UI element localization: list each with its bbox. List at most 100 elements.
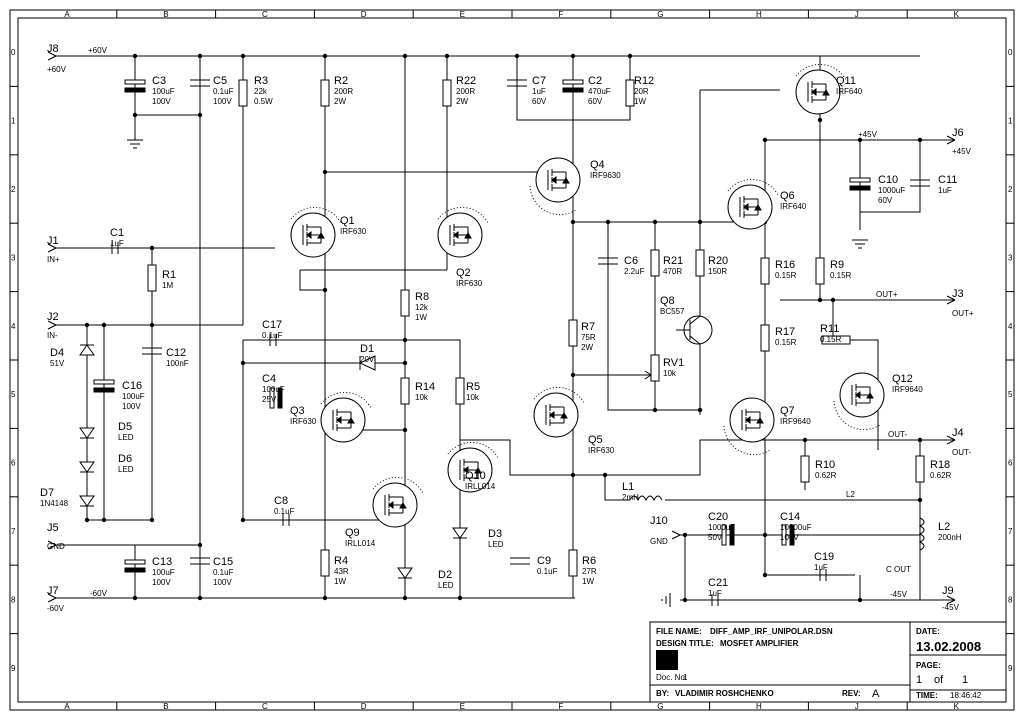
grid-row-label: 8 [1008, 595, 1013, 604]
component-c6: C62.2uF [624, 255, 645, 276]
grid-row-label: 0 [1008, 48, 1013, 57]
junction-dot [627, 53, 633, 59]
component-value: IRF640 [836, 87, 863, 96]
component-ref: D2 [438, 569, 452, 581]
net-cout: C OUT [886, 565, 911, 574]
junction-dot [322, 287, 328, 293]
component-value: 60V [588, 97, 603, 106]
connector-arrow-icon [47, 243, 57, 253]
grid-col-label: C [262, 10, 268, 19]
component-value: 470R [663, 267, 682, 276]
grid-col-label: J [855, 10, 859, 19]
tb-doc-no: 1 [683, 673, 688, 682]
component-ref: C3 [152, 75, 166, 87]
junction-dot [101, 322, 107, 328]
component-value: LED [438, 581, 454, 590]
component-ref: C9 [537, 555, 551, 567]
grid-row-label: 1 [11, 117, 16, 126]
component-value: 0.1uF [537, 567, 558, 576]
junction-dot [322, 53, 328, 59]
junction-dot [197, 112, 203, 118]
connector-arrow-icon [946, 435, 956, 445]
junction-dot [762, 137, 768, 143]
tb-file-name-label: FILE NAME: [656, 627, 702, 636]
junction-dot [830, 297, 836, 303]
grid-row-label: 5 [11, 390, 16, 399]
component-ref: C12 [166, 347, 186, 359]
conn-J2-net: IN- [47, 331, 58, 340]
component-value: 1W [582, 577, 594, 586]
component-ref: C15 [213, 556, 233, 568]
conn-J1: J1 [47, 235, 59, 247]
component-value: 1W [634, 97, 646, 106]
junction-dot [240, 517, 246, 523]
component-value: 0.1uF [262, 331, 283, 340]
component-value: 0.15R [820, 335, 842, 344]
component-value: 10k [415, 393, 429, 402]
component-ref: C7 [532, 75, 546, 87]
junction-dot [570, 372, 576, 378]
grid-col-label: G [657, 10, 663, 19]
junction-dot [402, 337, 408, 343]
junction-dot [84, 517, 90, 523]
component-ref: C6 [624, 255, 638, 267]
component-value: 22k [254, 87, 268, 96]
component-value: 10000uF [780, 523, 812, 532]
component-ref: R12 [634, 75, 654, 87]
component-ref: C4 [262, 373, 276, 385]
component-value: 12k [415, 303, 429, 312]
tb-rev: A [872, 688, 880, 700]
component-value: 1M [162, 281, 173, 290]
mosfet-symbol [833, 372, 885, 431]
component-value: 100uF [122, 392, 145, 401]
component-value: 0.1uF [213, 568, 234, 577]
component-value: IRF9640 [892, 385, 923, 394]
component-value: 100uF [262, 385, 285, 394]
component-c8: C80.1uF [274, 495, 295, 516]
junction-dot [132, 53, 138, 59]
component-value: 1000uF [878, 186, 905, 195]
component-ref: Q10 [465, 470, 486, 482]
component-ref: Q12 [892, 373, 913, 385]
component-value: 1W [415, 313, 427, 322]
component-value: IRF630 [340, 227, 367, 236]
conn-J5: J5 [47, 522, 59, 534]
conn-J9-net: -45V [942, 603, 960, 612]
junction-dot [514, 53, 520, 59]
component-value: 2W [334, 97, 346, 106]
component-value: 27R [582, 567, 597, 576]
component-ref: C2 [588, 75, 602, 87]
grid-col-label: B [163, 702, 168, 711]
component-value: 0.5W [254, 97, 273, 106]
component-value: BC557 [660, 307, 685, 316]
grid-col-label: F [558, 10, 563, 19]
component-ref: R3 [254, 75, 268, 87]
component-value: 0.15R [830, 271, 852, 280]
component-value: 50V [708, 533, 723, 542]
component-ref: R18 [930, 459, 950, 471]
junction-dot [402, 360, 408, 366]
junction-dot [652, 219, 658, 225]
mosfet-symbol [529, 157, 581, 216]
grid-col-label: B [163, 10, 168, 19]
component-ref: R22 [456, 75, 476, 87]
junction-dot [149, 322, 155, 328]
net-pos45: +45V [858, 130, 878, 139]
conn-J10-net: GND [650, 537, 668, 546]
conn-J4-net: OUT- [952, 448, 971, 457]
grid-row-label: 3 [1008, 253, 1013, 262]
component-value: 100uF [152, 87, 175, 96]
